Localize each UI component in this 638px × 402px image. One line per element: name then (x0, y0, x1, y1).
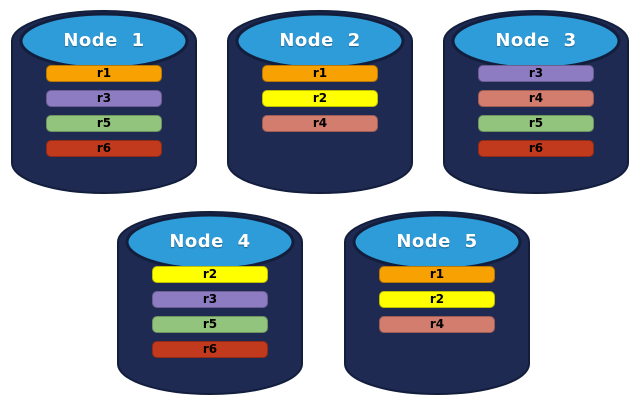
replica-bar-r5: r5 (478, 115, 594, 132)
node-label: Node 1 (63, 30, 145, 51)
replica-bar-r6: r6 (478, 140, 594, 157)
node-label: Node 2 (279, 30, 361, 51)
replica-bar-r4: r4 (262, 115, 378, 132)
replica-bar-r1: r1 (379, 266, 495, 283)
db-node-4: Node 4 r2 r3 r5 r6 (116, 206, 304, 398)
db-node-3: Node 3 r3 r4 r5 r6 (442, 5, 630, 197)
db-node-1: Node 1 r1 r3 r5 r6 (10, 5, 198, 197)
replica-bar-r6: r6 (152, 341, 268, 358)
replica-bar-r1: r1 (262, 65, 378, 82)
replica-bar-r3: r3 (478, 65, 594, 82)
replica-bar-r2: r2 (379, 291, 495, 308)
replica-bar-r2: r2 (262, 90, 378, 107)
node-label: Node 3 (495, 30, 577, 51)
replica-bar-r5: r5 (152, 316, 268, 333)
replica-bar-r5: r5 (46, 115, 162, 132)
node-label: Node 4 (169, 231, 251, 252)
replica-bar-r6: r6 (46, 140, 162, 157)
node-label: Node 5 (396, 231, 478, 252)
replica-bar-r3: r3 (152, 291, 268, 308)
replica-bar-r2: r2 (152, 266, 268, 283)
replica-bar-r4: r4 (379, 316, 495, 333)
replica-bar-r4: r4 (478, 90, 594, 107)
replica-bar-r3: r3 (46, 90, 162, 107)
db-node-2: Node 2 r1 r2 r4 (226, 5, 414, 197)
replica-bar-r1: r1 (46, 65, 162, 82)
db-node-5: Node 5 r1 r2 r4 (343, 206, 531, 398)
